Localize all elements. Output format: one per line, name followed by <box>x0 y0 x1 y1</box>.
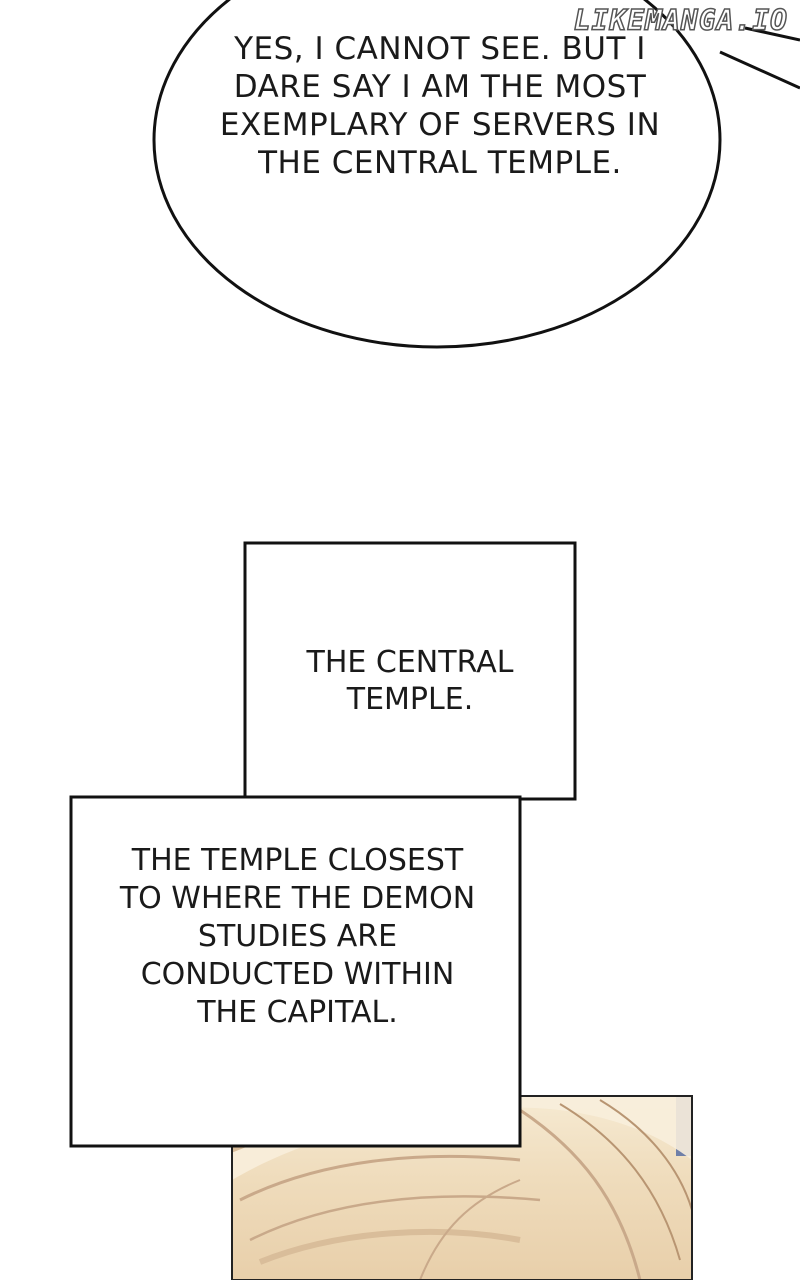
caption-text-1: THE CENTRAL TEMPLE. <box>306 645 514 717</box>
caption-text-2: THE TEMPLE CLOSEST TO WHERE THE DEMON ST… <box>119 843 476 1030</box>
speech-bubble-text: YES, I CANNOT SEE. BUT I DARE SAY I AM T… <box>219 31 661 181</box>
watermark-text: LIKEMANGA.IO <box>573 3 788 38</box>
caption-box-1 <box>243 541 577 801</box>
speech-bubble <box>152 0 722 349</box>
caption-box-2 <box>69 795 522 1148</box>
speech-accent-lines <box>719 26 800 90</box>
